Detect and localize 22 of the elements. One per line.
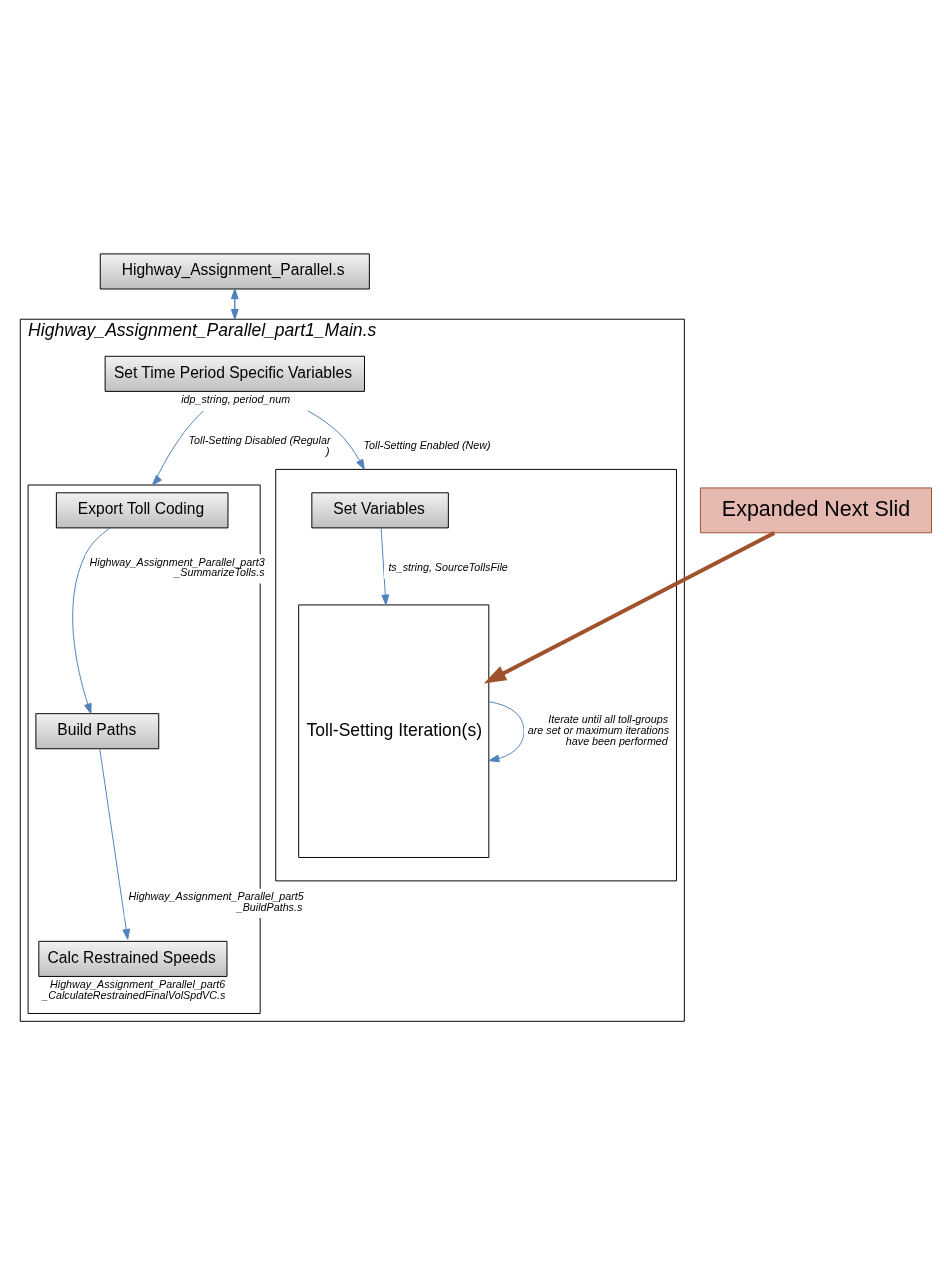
edge-label: Toll-Setting Disabled (Regular ) (188, 433, 331, 457)
arrow (99, 748, 131, 940)
edge-label: Highway_Assignment_Parallel_part5 _BuildPaths.s (128, 889, 304, 913)
arrow (151, 410, 204, 485)
node-box: Expanded Next Slid (699, 486, 932, 533)
arrow (72, 527, 111, 714)
edge-label: Highway_Assignment_Parallel_part3 _SummarizeTolls.s (89, 555, 265, 578)
node-label: Highway_Assignment_Parallel_part6 _CalculateRestrainedFinalVolSpdVC.s (42, 977, 226, 1001)
arrow (488, 700, 525, 762)
node-box: Highway_Assignment_Parallel.s (99, 252, 370, 289)
cluster (275, 468, 677, 881)
edge-label: Toll-Setting Enabled (New) (363, 438, 491, 451)
edge-label: ts_string, SourceTollsFile (388, 560, 508, 573)
node-box: Set Variables (311, 491, 449, 528)
node-box: Export Toll Coding (55, 491, 229, 528)
arrow (307, 409, 365, 470)
arrow (483, 530, 776, 684)
node-label: idp_string, period_num (181, 392, 291, 405)
arrow (380, 527, 390, 605)
edge-label: Iterate until all toll-groups are set or maximum iterations have been performed (527, 712, 670, 747)
node-box: Build Paths (35, 712, 160, 749)
node-box: Toll-Setting Iteration(s) (298, 603, 490, 858)
